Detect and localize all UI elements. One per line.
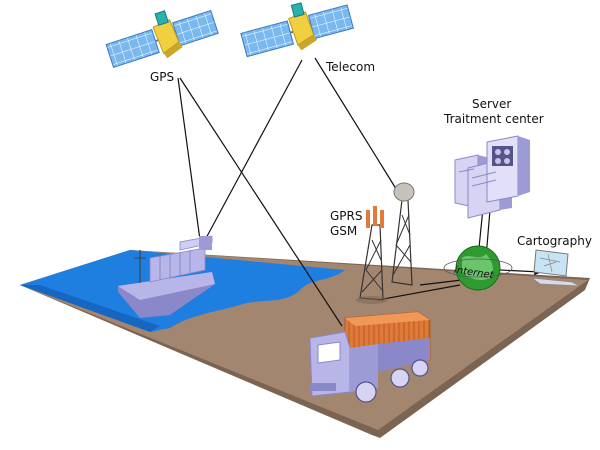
satellite-icon <box>105 9 219 68</box>
gprs-label: GPRS <box>330 209 363 223</box>
telecom-to-ship-link <box>204 59 303 241</box>
tower-to-globe-link <box>419 279 463 286</box>
globe-icon <box>443 245 513 291</box>
container-truck-icon <box>309 311 431 403</box>
treatment-center-label: Traitment center <box>443 112 544 126</box>
server-label: Server <box>472 97 511 111</box>
cargo-ship-icon <box>118 235 215 318</box>
gps-to-truck-link <box>179 77 343 327</box>
telecom-to-tower-link <box>314 57 399 193</box>
gps-label: GPS <box>150 70 174 84</box>
satellite-icon <box>240 2 354 58</box>
cartography-label: Cartography <box>517 234 592 248</box>
monitor-icon <box>530 249 581 287</box>
gps-to-ship-link <box>177 77 201 241</box>
antenna-to-globe-link <box>377 284 461 301</box>
globe-to-cartography-arrow <box>499 268 542 276</box>
gsm-label: GSM <box>330 224 357 238</box>
cell-antenna-icon <box>356 206 388 304</box>
server-rack-icon <box>454 135 530 219</box>
dish-tower-icon <box>391 182 415 286</box>
telecom-label: Telecom <box>325 60 375 74</box>
